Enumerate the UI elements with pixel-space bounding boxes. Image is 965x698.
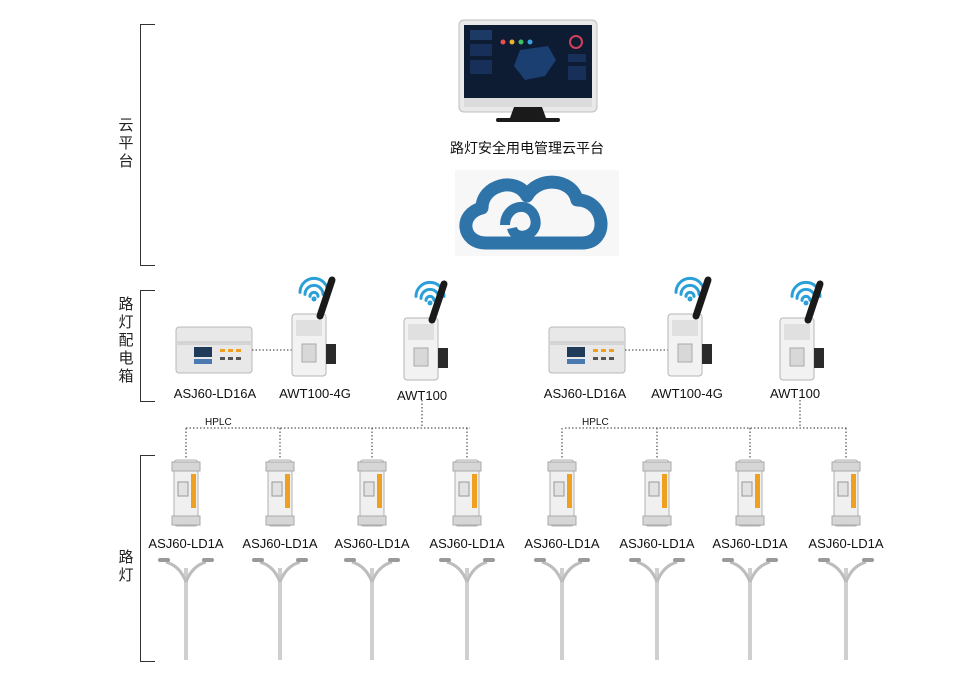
lamp-section-label: 路灯: [118, 549, 134, 584]
lamp-controller-label: ASJ60-LD1A: [429, 536, 505, 551]
lamp-controller-label: ASJ60-LD1A: [242, 536, 318, 551]
cloud-section-label: 云平台: [118, 117, 134, 170]
gw-label-1: AWT100: [396, 388, 448, 403]
platform-title: 路灯安全用电管理云平台: [450, 140, 604, 156]
streetlight-icon: [629, 558, 685, 660]
monitor-icon: [458, 19, 598, 122]
cloud-section-bracket: [140, 24, 155, 266]
lamp-controller-icon: [452, 459, 482, 527]
gateway-icon: [403, 280, 448, 381]
lamp-controller-label: ASJ60-LD1A: [619, 536, 695, 551]
streetlight-icon: [722, 558, 778, 660]
lamp-controller-icon: [171, 459, 201, 527]
hplc-label-2: HPLC: [582, 417, 609, 428]
power-meter-icon: [175, 326, 253, 374]
streetlight-icon: [534, 558, 590, 660]
lamp-controller-icon: [831, 459, 861, 527]
lamp-controller-icon: [357, 459, 387, 527]
meter-label-2: ASJ60-LD16A: [543, 386, 627, 401]
streetlight-icon: [818, 558, 874, 660]
gw-label-2: AWT100: [769, 386, 821, 401]
streetlight-icon: [252, 558, 308, 660]
gateway-4g-icon: [291, 276, 336, 377]
lamp-controller-icon: [547, 459, 577, 527]
gateway-icon: [779, 280, 824, 381]
power-meter-icon: [548, 326, 626, 374]
lamp-controller-label: ASJ60-LD1A: [334, 536, 410, 551]
lamp-controller-label: ASJ60-LD1A: [524, 536, 600, 551]
gw4g-label-2: AWT100-4G: [651, 386, 723, 401]
box-section-bracket: [140, 290, 155, 402]
gateway-4g-icon: [667, 276, 712, 377]
streetlight-icon: [439, 558, 495, 660]
hplc-label-1: HPLC: [205, 417, 232, 428]
streetlight-icon: [158, 558, 214, 660]
lamp-controller-icon: [735, 459, 765, 527]
meter-label-1: ASJ60-LD16A: [173, 386, 257, 401]
lamp-controller-icon: [642, 459, 672, 527]
lamp-controller-label: ASJ60-LD1A: [148, 536, 224, 551]
lamp-controller-label: ASJ60-LD1A: [808, 536, 884, 551]
streetlight-icon: [344, 558, 400, 660]
box-section-label: 路灯配电箱: [118, 296, 134, 385]
lamp-controller-label: ASJ60-LD1A: [712, 536, 788, 551]
lamp-controller-icon: [265, 459, 295, 527]
cloud-logo-icon: [455, 170, 619, 256]
lamp-section-bracket: [140, 455, 155, 662]
gw4g-label-1: AWT100-4G: [279, 386, 351, 401]
